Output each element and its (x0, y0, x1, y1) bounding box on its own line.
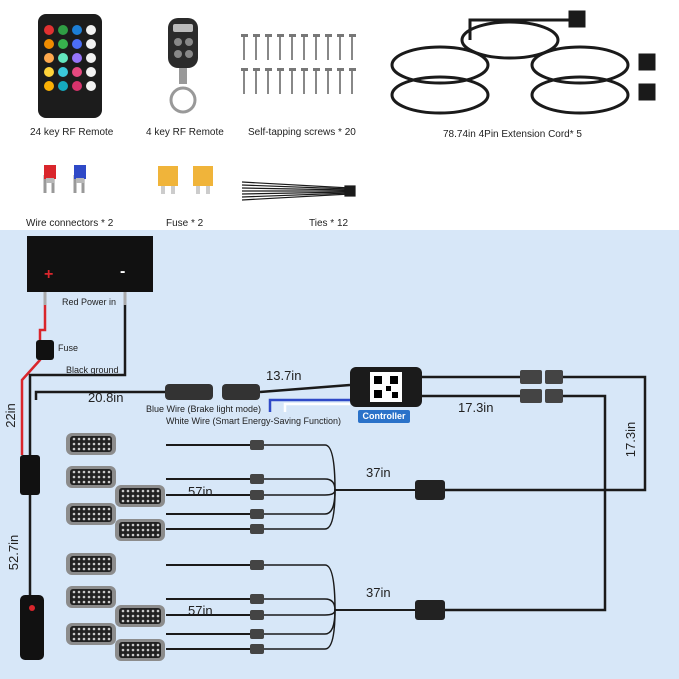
length-57in-top: 57in (188, 484, 213, 499)
screws-icon (241, 34, 356, 94)
plug-female (222, 384, 260, 400)
white-wire-label: White Wire (Smart Energy-Saving Function… (166, 416, 342, 426)
length-37in-top: 37in (366, 465, 391, 480)
remote-4key-icon (168, 18, 198, 114)
white-energy-wire (283, 402, 350, 412)
length-57in-bottom: 57in (188, 603, 213, 618)
blue-brake-wire (268, 398, 350, 412)
controller-label: Controller (358, 410, 410, 423)
battery-minus: - (120, 263, 126, 280)
led-pod-icon (66, 553, 116, 575)
led-pod-icon (115, 639, 165, 661)
length-52-7in: 52.7in (6, 534, 22, 571)
led-pod-icon (66, 586, 116, 608)
length-22in: 22in (2, 403, 18, 428)
led-pod-icon (66, 433, 116, 455)
switch-icon (20, 595, 44, 660)
ties-label: Ties * 12 (309, 218, 349, 229)
led-pod-icon (115, 485, 165, 507)
red-power-label: Red Power in (62, 297, 117, 307)
length-37in-bottom: 37in (366, 585, 391, 600)
length-20-8in: 20.8in (88, 390, 124, 405)
led-pod-icon (66, 503, 116, 525)
blue-wire-label: Blue Wire (Brake light mode) (146, 404, 262, 414)
extension-cord-icon (390, 10, 656, 115)
length-17-3in-horizontal: 17.3in (458, 400, 494, 415)
screws-label: Self-tapping screws * 20 (248, 127, 356, 138)
fuse-count-label: Fuse * 2 (166, 218, 204, 229)
length-13-7in: 13.7in (266, 368, 302, 383)
black-ground-label: Black ground (66, 365, 119, 375)
splitter-bottom (415, 600, 445, 620)
led-pod-icon (115, 605, 165, 627)
led-pod-icon (66, 466, 116, 488)
inline-fuse-holder (36, 340, 54, 360)
wire-connector-icon (43, 165, 86, 193)
length-17-3in-vertical: 17.3in (623, 421, 639, 458)
inline-connector (20, 455, 40, 495)
splitter-top (415, 480, 445, 500)
fuse-label: Fuse (58, 343, 79, 353)
led-pod-icon (66, 623, 116, 645)
plug-male (165, 384, 213, 400)
extension-cord-label: 78.74in 4Pin Extension Cord* 5 (443, 129, 582, 140)
led-pod-icon (115, 519, 165, 541)
remote-4key-label: 4 key RF Remote (146, 127, 224, 138)
black-ground-wire (28, 305, 127, 455)
battery-plus: + (44, 266, 54, 283)
battery-icon (27, 236, 153, 305)
fuse-icon (158, 166, 213, 194)
controller-icon (350, 367, 422, 407)
remote-24key-label: 24 key RF Remote (30, 127, 114, 138)
red-power-wire (20, 305, 47, 455)
cable-tie-icon (241, 181, 356, 201)
wire-connectors-label: Wire connectors * 2 (26, 218, 114, 229)
remote-24key-icon (38, 14, 102, 118)
